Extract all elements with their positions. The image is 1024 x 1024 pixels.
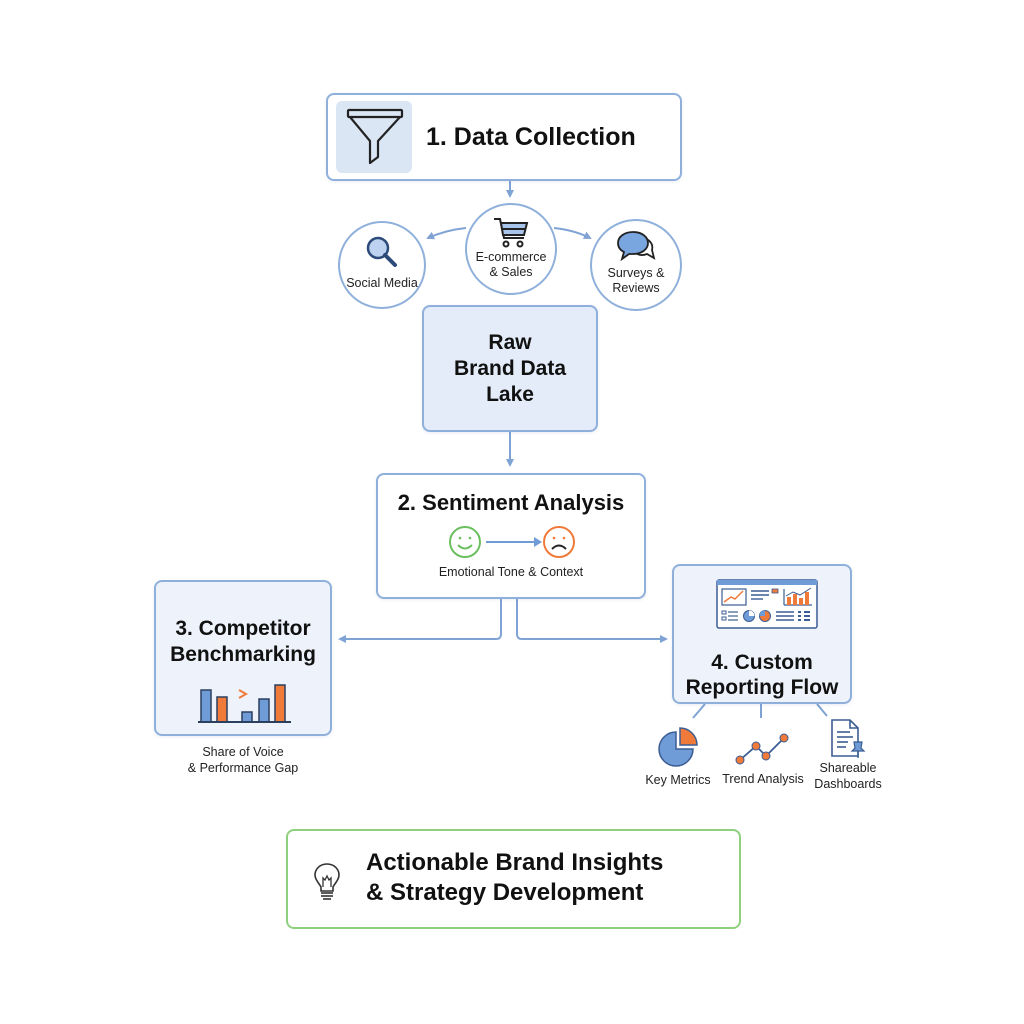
line-reporting-to-dashboards <box>816 703 828 717</box>
arrow-ecommerce-to-social <box>426 227 467 240</box>
actionable-insights-box[interactable]: Actionable Brand Insights & Strategy Dev… <box>286 829 741 929</box>
output-label: Key Metrics <box>645 773 711 787</box>
sentiment-analysis-title: 2. Sentiment Analysis <box>397 490 625 515</box>
data-lake-line2: Brand Data <box>453 356 567 380</box>
reporting-title-line1: 4. Custom <box>711 651 813 674</box>
document-pin-icon <box>831 719 866 758</box>
bar-chart-comparison-icon <box>198 684 291 723</box>
data-lake-line3: Lake <box>486 382 534 406</box>
competitor-benchmarking-step[interactable]: 3. Competitor Benchmarking <box>154 580 332 736</box>
source-surveys-reviews[interactable]: Surveys & Reviews <box>590 219 682 311</box>
line-trend-icon <box>735 733 789 765</box>
magnifier-icon <box>366 236 397 267</box>
happy-face-icon <box>449 526 481 558</box>
competitor-caption-line1: Share of Voice <box>202 745 284 759</box>
source-social-media[interactable]: Social Media <box>338 221 426 309</box>
source-label: E-commerce <box>475 250 547 264</box>
data-lake-line1: Raw <box>488 330 532 354</box>
data-collection-title: 1. Data Collection <box>426 123 636 151</box>
output-key-metrics[interactable]: Key Metrics <box>636 722 720 792</box>
reporting-title-line2: Reporting Flow <box>685 676 839 699</box>
raw-brand-data-lake[interactable]: Raw Brand Data Lake <box>422 305 598 432</box>
output-label-line2: Dashboards <box>814 777 882 791</box>
competitor-caption-line2: & Performance Gap <box>187 761 299 775</box>
competitor-title-line2: Benchmarking <box>170 643 316 666</box>
arrow-right-icon <box>486 537 542 547</box>
arrow-sentiment-to-reporting <box>516 598 668 643</box>
pie-chart-icon <box>658 727 698 767</box>
output-label: Shareable <box>819 761 877 775</box>
source-label-line2: Reviews <box>612 281 660 295</box>
dashboard-icon <box>716 579 818 629</box>
insights-line1: Actionable Brand Insights <box>366 849 664 876</box>
output-trend-analysis[interactable]: Trend Analysis <box>718 722 808 792</box>
chat-bubbles-icon <box>617 231 656 262</box>
custom-reporting-flow-step[interactable]: 4. Custom Reporting Flow <box>672 564 852 704</box>
source-label-line2: & Sales <box>489 265 533 279</box>
competitor-caption: Share of Voice & Performance Gap <box>154 744 332 776</box>
insights-line2: & Strategy Development <box>366 879 644 906</box>
source-ecommerce[interactable]: E-commerce & Sales <box>465 203 557 295</box>
arrow-ecommerce-to-surveys <box>553 227 592 239</box>
source-label: Social Media <box>346 275 418 290</box>
shopping-cart-icon <box>494 218 529 248</box>
competitor-title-line1: 3. Competitor <box>175 617 311 640</box>
sad-face-icon <box>543 526 575 558</box>
source-label: Surveys & <box>607 266 665 280</box>
funnel-icon <box>336 101 412 173</box>
sentiment-caption: Emotional Tone & Context <box>438 565 584 579</box>
line-reporting-to-metrics <box>692 703 706 719</box>
arrow-sentiment-to-competitor <box>338 598 502 643</box>
sentiment-analysis-step[interactable]: 2. Sentiment Analysis Emotional Tone & C… <box>376 473 646 599</box>
output-label: Trend Analysis <box>722 772 804 786</box>
data-collection-step[interactable]: 1. Data Collection <box>326 93 682 181</box>
output-shareable-dashboards[interactable]: Shareable Dashboards <box>806 716 890 796</box>
lightbulb-icon <box>314 863 340 900</box>
